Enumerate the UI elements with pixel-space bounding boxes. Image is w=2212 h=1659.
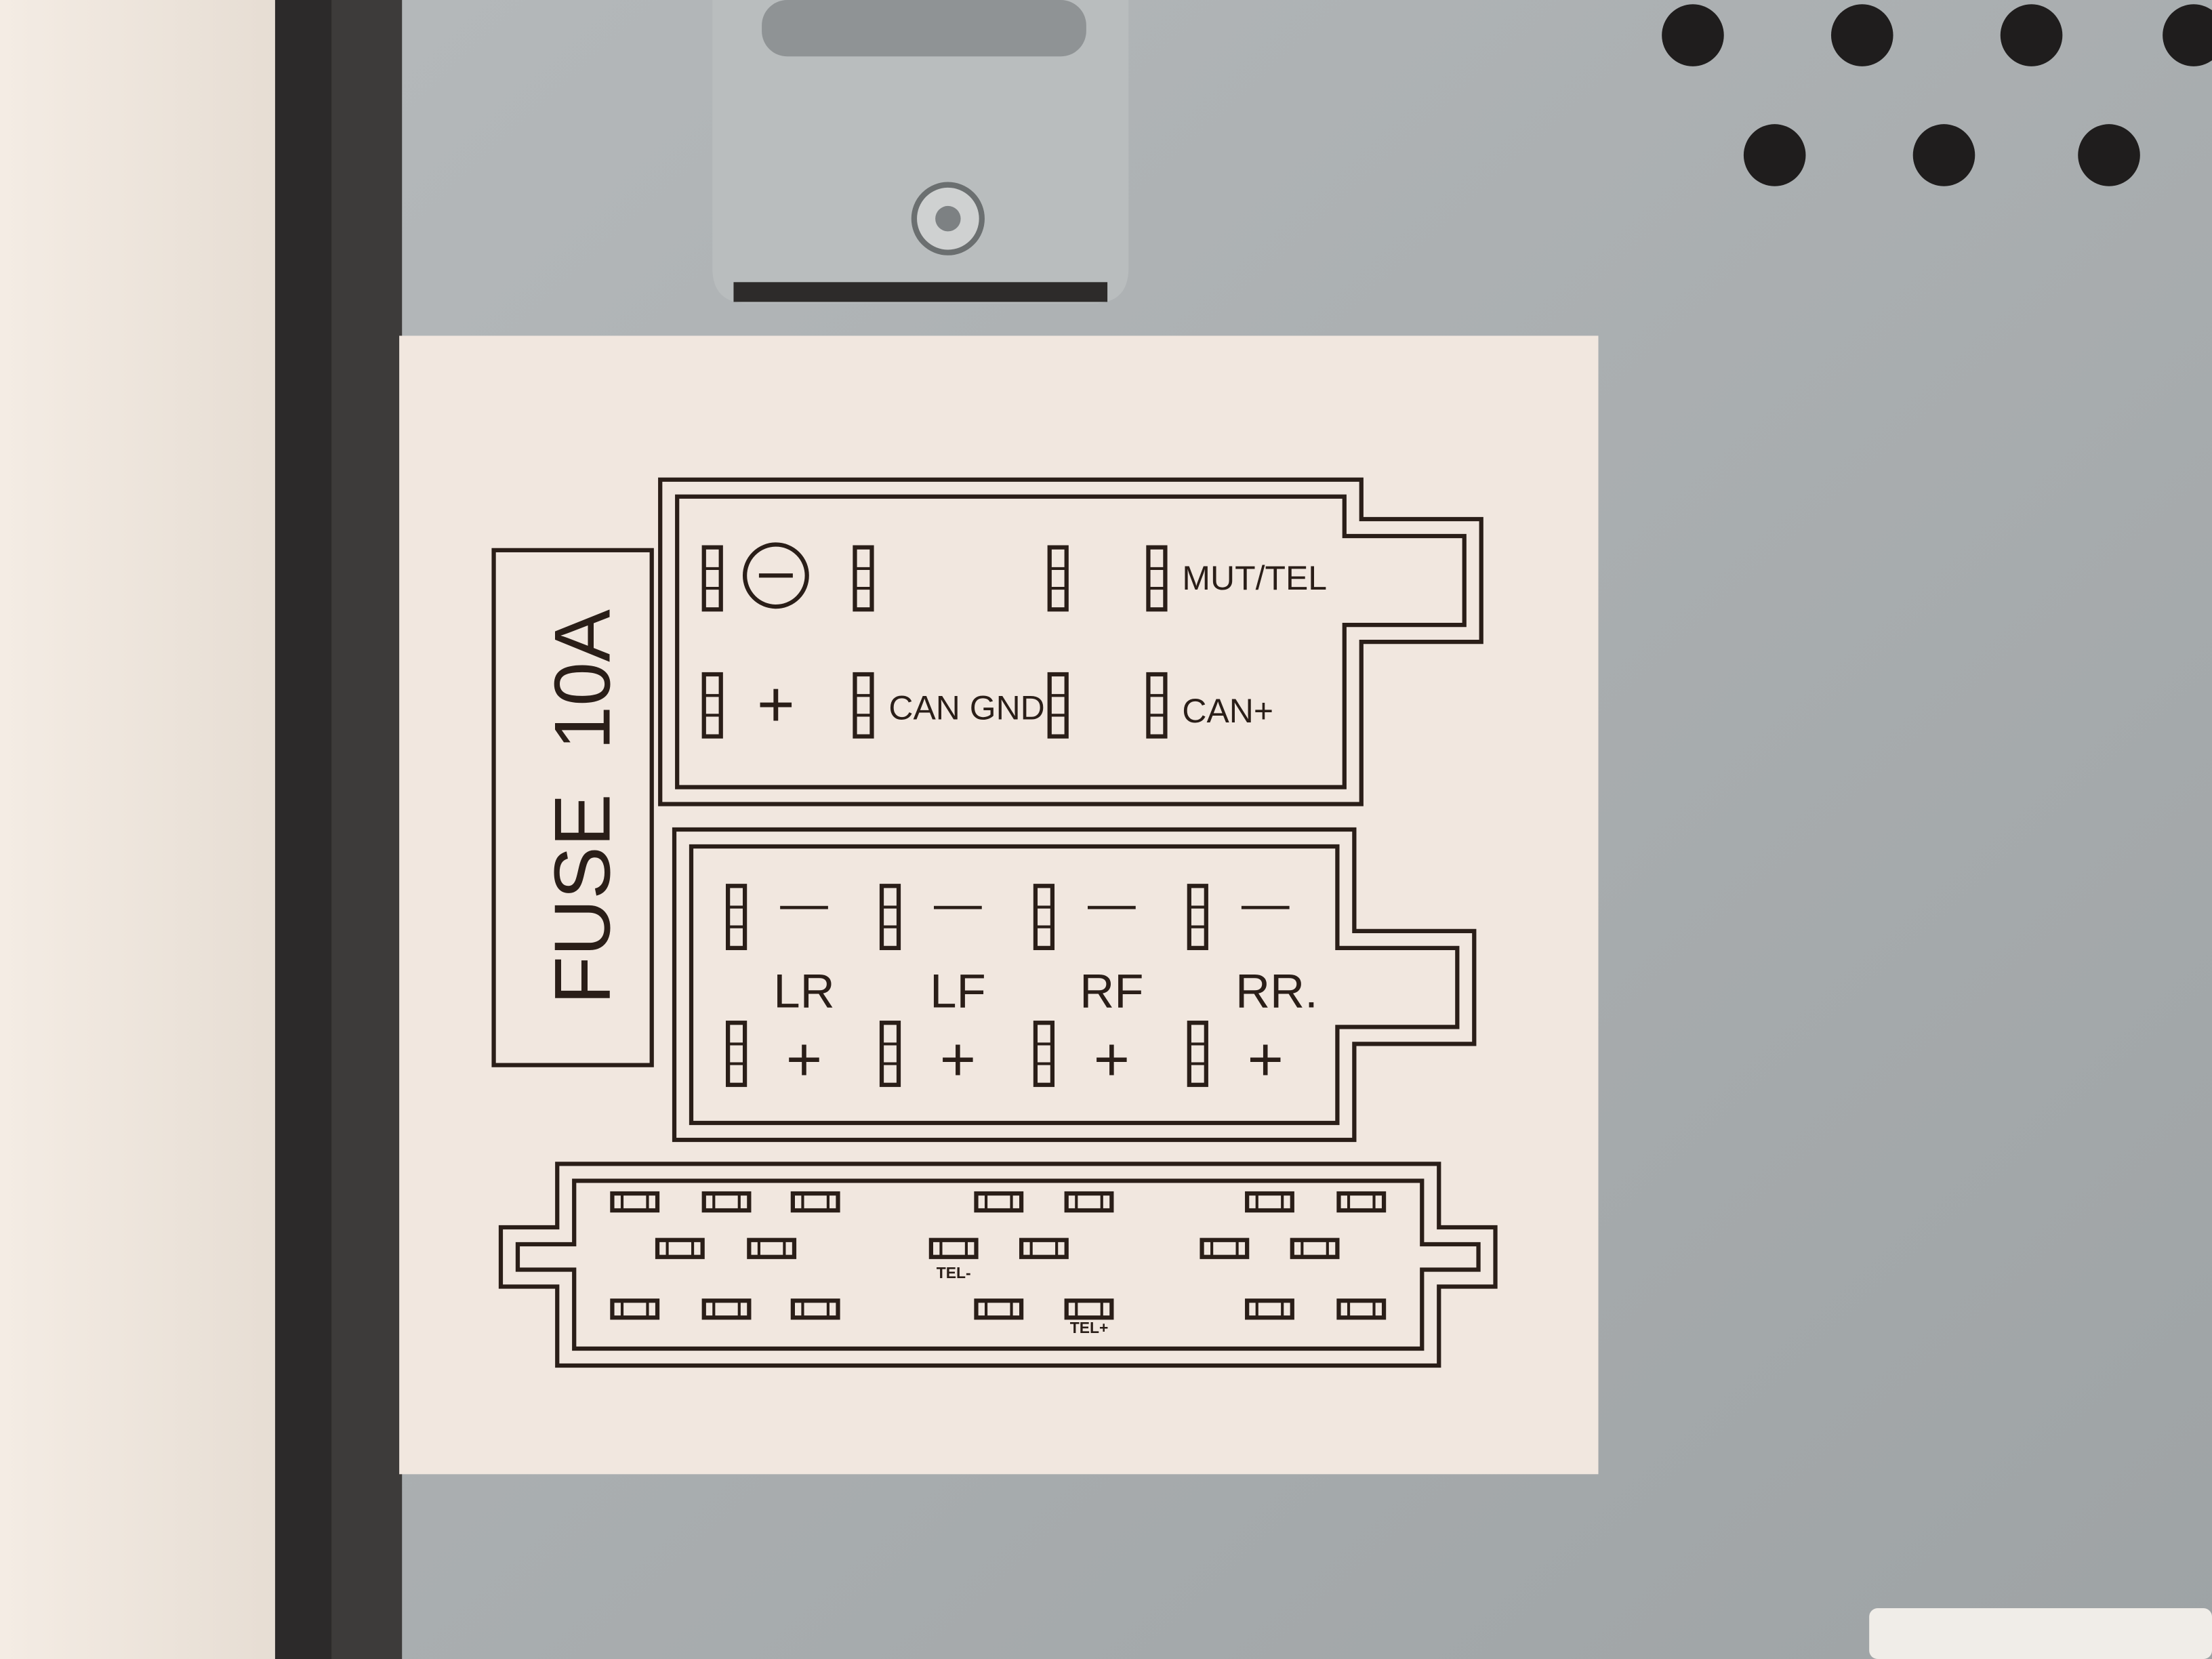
- pin-slot: [974, 1191, 1024, 1213]
- can-gnd-label: CAN GND: [888, 689, 1044, 727]
- sticker-corner: [1869, 1608, 2212, 1659]
- pin-slot: [879, 1021, 901, 1087]
- pin-slot: [928, 1237, 979, 1259]
- mut-tel-label: MUT/TEL: [1182, 559, 1327, 597]
- pin-slot: [1033, 1021, 1055, 1087]
- fuse-rating-text: FUSE 10A: [537, 609, 626, 1004]
- pin-slot: [1187, 884, 1208, 950]
- tel-minus-label: TEL-: [937, 1264, 971, 1282]
- pin-slot: [1336, 1191, 1387, 1213]
- vent-hole: [1743, 124, 1806, 186]
- speaker-plus-label: +: [940, 1025, 976, 1094]
- pin-slot: [726, 1021, 747, 1087]
- vent-holes: [1662, 4, 2212, 186]
- speaker-minus-label: —: [934, 876, 982, 930]
- vent-hole: [1830, 4, 1893, 66]
- ground-circle: [742, 542, 809, 609]
- speaker-channel-label: LR: [773, 964, 834, 1017]
- speaker-minus-label: —: [1242, 876, 1290, 930]
- pin-slot: [610, 1298, 660, 1320]
- background-wall: [0, 0, 283, 1659]
- pin-slot: [1064, 1298, 1114, 1320]
- speaker-channel-label: RR.: [1235, 964, 1318, 1017]
- aux-connector: TEL- TEL+: [498, 1162, 1498, 1368]
- vent-hole: [2078, 124, 2140, 186]
- pin-slot: [655, 1237, 705, 1259]
- mounting-bracket: [712, 0, 1129, 304]
- pin-slot: [610, 1191, 660, 1213]
- pin-slot: [701, 545, 723, 612]
- pin-slot: [1047, 545, 1069, 612]
- pin-slot: [701, 1298, 752, 1320]
- pin-slot: [853, 545, 874, 612]
- side-strip-edge: [331, 0, 403, 1659]
- pin-slot: [747, 1237, 797, 1259]
- wiring-label: [399, 335, 1599, 1475]
- pin-slot: [1200, 1237, 1250, 1259]
- vent-hole: [2163, 4, 2212, 66]
- pin-slot: [1146, 672, 1168, 739]
- pin-slot: [1047, 672, 1069, 739]
- pin-slot: [1146, 545, 1168, 612]
- speaker-channel-label: RF: [1080, 964, 1143, 1017]
- power-connector: + CAN GND MUT/TEL CAN+: [658, 477, 1483, 806]
- pin-slot: [1290, 1237, 1340, 1259]
- speaker-connector: — LR + — LF + — RF + — RR. +: [672, 827, 1477, 1143]
- fuse-box: FUSE 10A: [491, 548, 654, 1067]
- pin-slot: [701, 672, 723, 739]
- pin-slot: [790, 1191, 840, 1213]
- pin-slot: [1187, 1021, 1208, 1087]
- pin-slot: [726, 884, 747, 950]
- pin-slot: [879, 884, 901, 950]
- tel-plus-label: TEL+: [1070, 1319, 1109, 1336]
- power-plus-label: +: [757, 668, 795, 741]
- pin-slot: [1019, 1237, 1069, 1259]
- speaker-minus-label: —: [780, 876, 828, 930]
- speaker-plus-label: +: [1094, 1025, 1130, 1094]
- pin-slot: [1245, 1298, 1294, 1320]
- vent-hole: [1912, 124, 1975, 186]
- pin-slot: [1245, 1191, 1294, 1213]
- can-plus-label: CAN+: [1182, 692, 1273, 730]
- pin-slot: [1064, 1191, 1114, 1213]
- pin-slot: [853, 672, 874, 739]
- speaker-minus-label: —: [1088, 876, 1136, 930]
- pin-slot: [974, 1298, 1024, 1320]
- pin-slot: [790, 1298, 840, 1320]
- vent-hole: [2000, 4, 2063, 66]
- pin-slot: [1033, 884, 1055, 950]
- pin-slot: [701, 1191, 752, 1213]
- speaker-channel-label: LF: [930, 964, 986, 1017]
- speaker-plus-label: +: [786, 1025, 822, 1094]
- vent-hole: [1662, 4, 1724, 66]
- pin-slot: [1336, 1298, 1387, 1320]
- speaker-plus-label: +: [1247, 1025, 1283, 1094]
